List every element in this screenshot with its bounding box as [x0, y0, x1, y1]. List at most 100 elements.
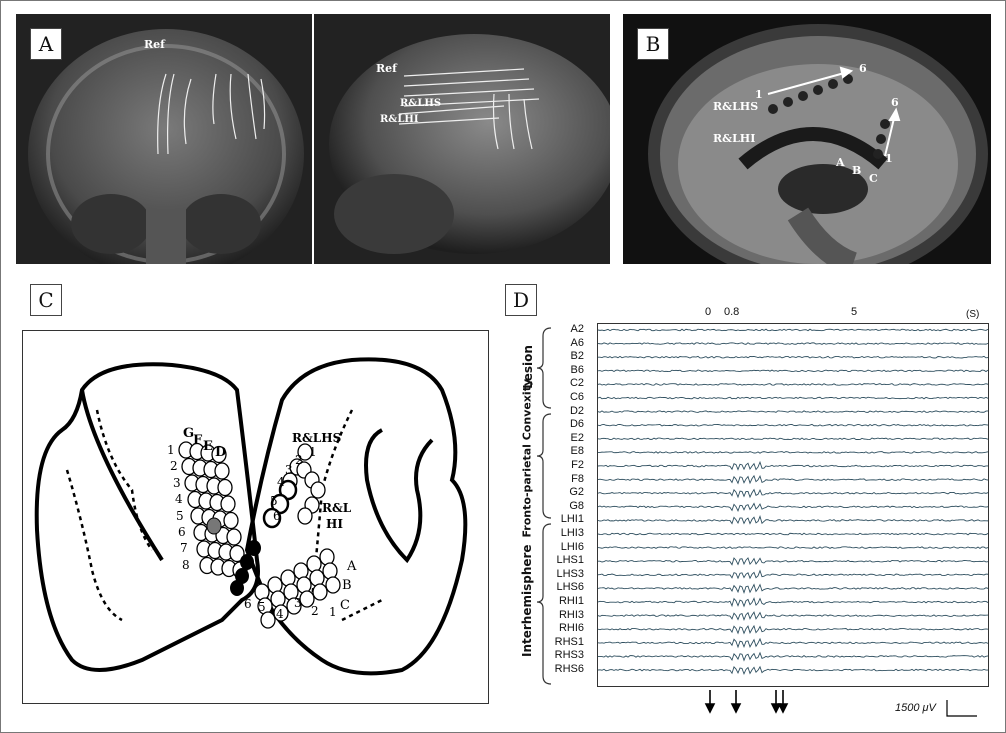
eeg-trace [598, 410, 988, 413]
bottom-4: 4 [276, 607, 284, 621]
eeg-trace [598, 557, 988, 566]
channel-label: RHI1 [558, 595, 584, 607]
channel-label: LHS1 [556, 554, 584, 567]
time-tick-5: 5 [851, 306, 858, 318]
bottom-2: 2 [311, 604, 319, 618]
channel-label: D2 [569, 404, 584, 417]
rlhi-label-1: R&L [322, 501, 352, 515]
row-3: 3 [173, 476, 181, 490]
channel-label: F2 [571, 459, 584, 471]
eeg-trace [598, 355, 988, 359]
label-b: B [342, 578, 352, 593]
row-5: 5 [176, 509, 184, 523]
row-2: 2 [170, 459, 178, 473]
electrode-contact [211, 445, 227, 464]
rlhi-label-2: HI [326, 517, 343, 531]
electrode-contact [310, 481, 326, 499]
channel-label: A6 [570, 336, 584, 349]
bottom-3: 3 [294, 596, 302, 610]
channel-label: RHI3 [558, 608, 584, 621]
xray-hi-label: R&LHI [380, 114, 419, 125]
channel-label: LHS3 [556, 567, 584, 580]
electrode-contact [220, 495, 236, 513]
eeg-trace [598, 460, 988, 471]
channel-label: LHI3 [560, 527, 584, 539]
scale-bar [946, 700, 977, 717]
channel-label: E2 [570, 431, 584, 444]
channel-label: RHI6 [558, 622, 584, 635]
bottom-1: 1 [329, 605, 337, 619]
brain-diagram: G F E D 1 2 3 4 5 6 7 8 R&LHS R&L HI A B… [34, 357, 468, 676]
panel-a-label: A [30, 28, 62, 60]
xray-lateral: Ref R&LHS R&LHI [314, 14, 610, 264]
mri-label-a: A [836, 156, 845, 169]
electrode-contact [297, 443, 313, 461]
col-g: G [183, 426, 194, 441]
row-4: 4 [175, 492, 183, 506]
mri-num-6b: 6 [891, 96, 899, 109]
hs-6: 6 [273, 509, 281, 523]
panel-b-label: B [637, 28, 669, 60]
electrode-contact [260, 611, 276, 629]
panel-d-label: D [505, 284, 537, 316]
xray-lateral-ref: Ref [376, 62, 397, 75]
eeg-trace [598, 651, 988, 662]
eeg-trace [598, 396, 988, 400]
eeg-trace [598, 583, 988, 595]
channel-label: LHI1 [560, 513, 584, 526]
row-6: 6 [178, 525, 186, 539]
mri-num-1b: 1 [885, 152, 893, 165]
group-interhemisphere: Interhemisphere [520, 544, 534, 657]
time-unit: (S) [966, 309, 980, 320]
xray-frontal: A Ref [16, 14, 312, 264]
electrode-contact [299, 590, 315, 608]
col-e: E [203, 439, 213, 454]
time-tick-0: 0 [705, 306, 712, 318]
col-f: F [193, 433, 203, 448]
channel-label: F8 [571, 472, 584, 485]
label-c: C [340, 598, 350, 613]
xray-frontal-image [16, 14, 312, 264]
xray-ref-label: Ref [144, 38, 165, 51]
mri-num-6a: 6 [859, 62, 867, 75]
eeg-trace [598, 532, 988, 536]
panel-c-label: C [30, 284, 62, 316]
mri-hs-label: R&LHS [713, 100, 759, 113]
eeg-trace [598, 597, 988, 608]
group-brackets [536, 327, 552, 685]
electrode-contact [226, 528, 242, 546]
channel-label: G2 [569, 486, 584, 499]
xray-hs-label: R&LHS [400, 98, 442, 109]
panel-c-box [22, 330, 489, 704]
rlhs-label: R&LHS [292, 431, 341, 445]
electrode-contact [223, 511, 239, 530]
eeg-trace [598, 342, 988, 345]
channel-label: LHS6 [556, 581, 584, 594]
label-a: A [346, 559, 357, 574]
mri-label-c: C [869, 172, 878, 185]
eeg-trace [598, 328, 988, 332]
channel-label: E8 [570, 445, 584, 458]
time-tick-08: 0.8 [724, 306, 740, 318]
eeg-trace [598, 637, 988, 649]
group-fronto-parietal: Fronto-parietal Convexity [520, 378, 534, 538]
eeg-trace [598, 665, 988, 676]
channel-label: G8 [569, 499, 584, 512]
eeg-trace [598, 383, 988, 386]
hs-5: 5 [270, 494, 278, 508]
electrode-contact [312, 583, 328, 601]
event-arrows [704, 690, 789, 714]
channel-label: RHS3 [554, 649, 584, 662]
eeg-trace [598, 502, 988, 513]
eeg-trace [598, 611, 988, 622]
eeg-trace [598, 451, 988, 454]
channel-label: A2 [570, 323, 584, 335]
mri-hi-label: R&LHI [713, 132, 756, 145]
eeg-trace [598, 569, 988, 580]
channel-label: B6 [570, 363, 584, 376]
bottom-5: 5 [258, 600, 266, 614]
row-8: 8 [182, 558, 190, 572]
eeg-traces [598, 328, 988, 676]
scale-label: 1500 μV [895, 702, 936, 714]
electrode-contact [286, 597, 302, 615]
